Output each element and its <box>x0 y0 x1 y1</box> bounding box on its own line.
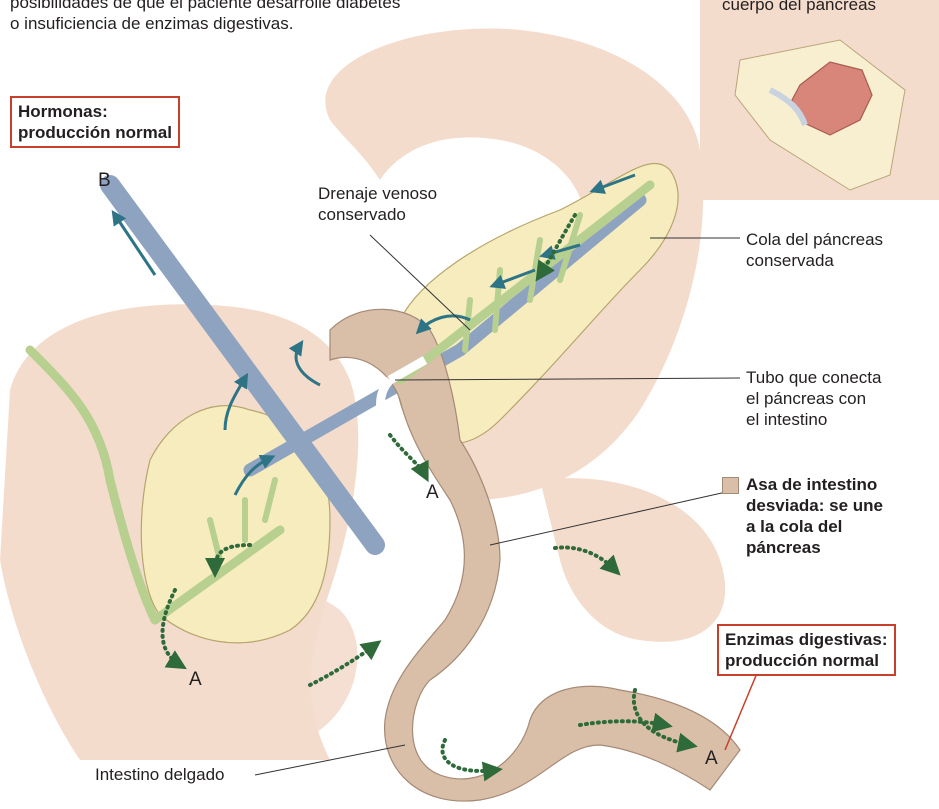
inset-caption: cuerpo del páncreas <box>722 0 876 15</box>
enzymes-callout: Enzimas digestivas: producción normal <box>717 624 896 676</box>
loop-line-4: páncreas <box>746 537 883 558</box>
hormones-line-1: Hormonas: <box>18 101 172 122</box>
label-diverted-loop: Asa de intestino desviada: se une a la c… <box>746 474 883 558</box>
enzymes-line-2: producción normal <box>725 650 888 671</box>
loop-line-1: Asa de intestino <box>746 474 883 495</box>
intro-line-2: o insuficiencia de enzimas digestivas. <box>10 13 400 34</box>
tube-line-1: Tubo que conecta <box>746 367 881 388</box>
inset-resected-body <box>700 0 939 200</box>
label-small-intestine: Intestino delgado <box>95 764 225 785</box>
label-a-left: A <box>189 669 202 690</box>
intestine-color-swatch <box>722 477 739 494</box>
intro-line-1: posibilidades de que el paciente desarro… <box>10 0 400 13</box>
label-connecting-tube: Tubo que conecta el páncreas con el inte… <box>746 367 881 430</box>
hormones-line-2: producción normal <box>18 122 172 143</box>
tube-line-2: el páncreas con <box>746 388 881 409</box>
tail-line-1: Cola del páncreas <box>746 229 883 250</box>
intro-text: posibilidades de que el paciente desarro… <box>10 0 400 34</box>
hormones-callout: Hormonas: producción normal <box>10 96 180 148</box>
tail-line-2: conservada <box>746 250 883 271</box>
label-pancreas-tail: Cola del páncreas conservada <box>746 229 883 271</box>
label-a-center: A <box>426 482 439 503</box>
loop-line-3: a la cola del <box>746 516 883 537</box>
enzymes-line-1: Enzimas digestivas: <box>725 629 888 650</box>
loop-line-2: desviada: se une <box>746 495 883 516</box>
label-a-right: A <box>705 748 718 769</box>
venous-line-2: conservado <box>318 204 437 225</box>
venous-line-1: Drenaje venoso <box>318 183 437 204</box>
label-vein-b: B <box>98 170 111 191</box>
label-venous-drainage: Drenaje venoso conservado <box>318 183 437 225</box>
tube-line-3: el intestino <box>746 409 881 430</box>
